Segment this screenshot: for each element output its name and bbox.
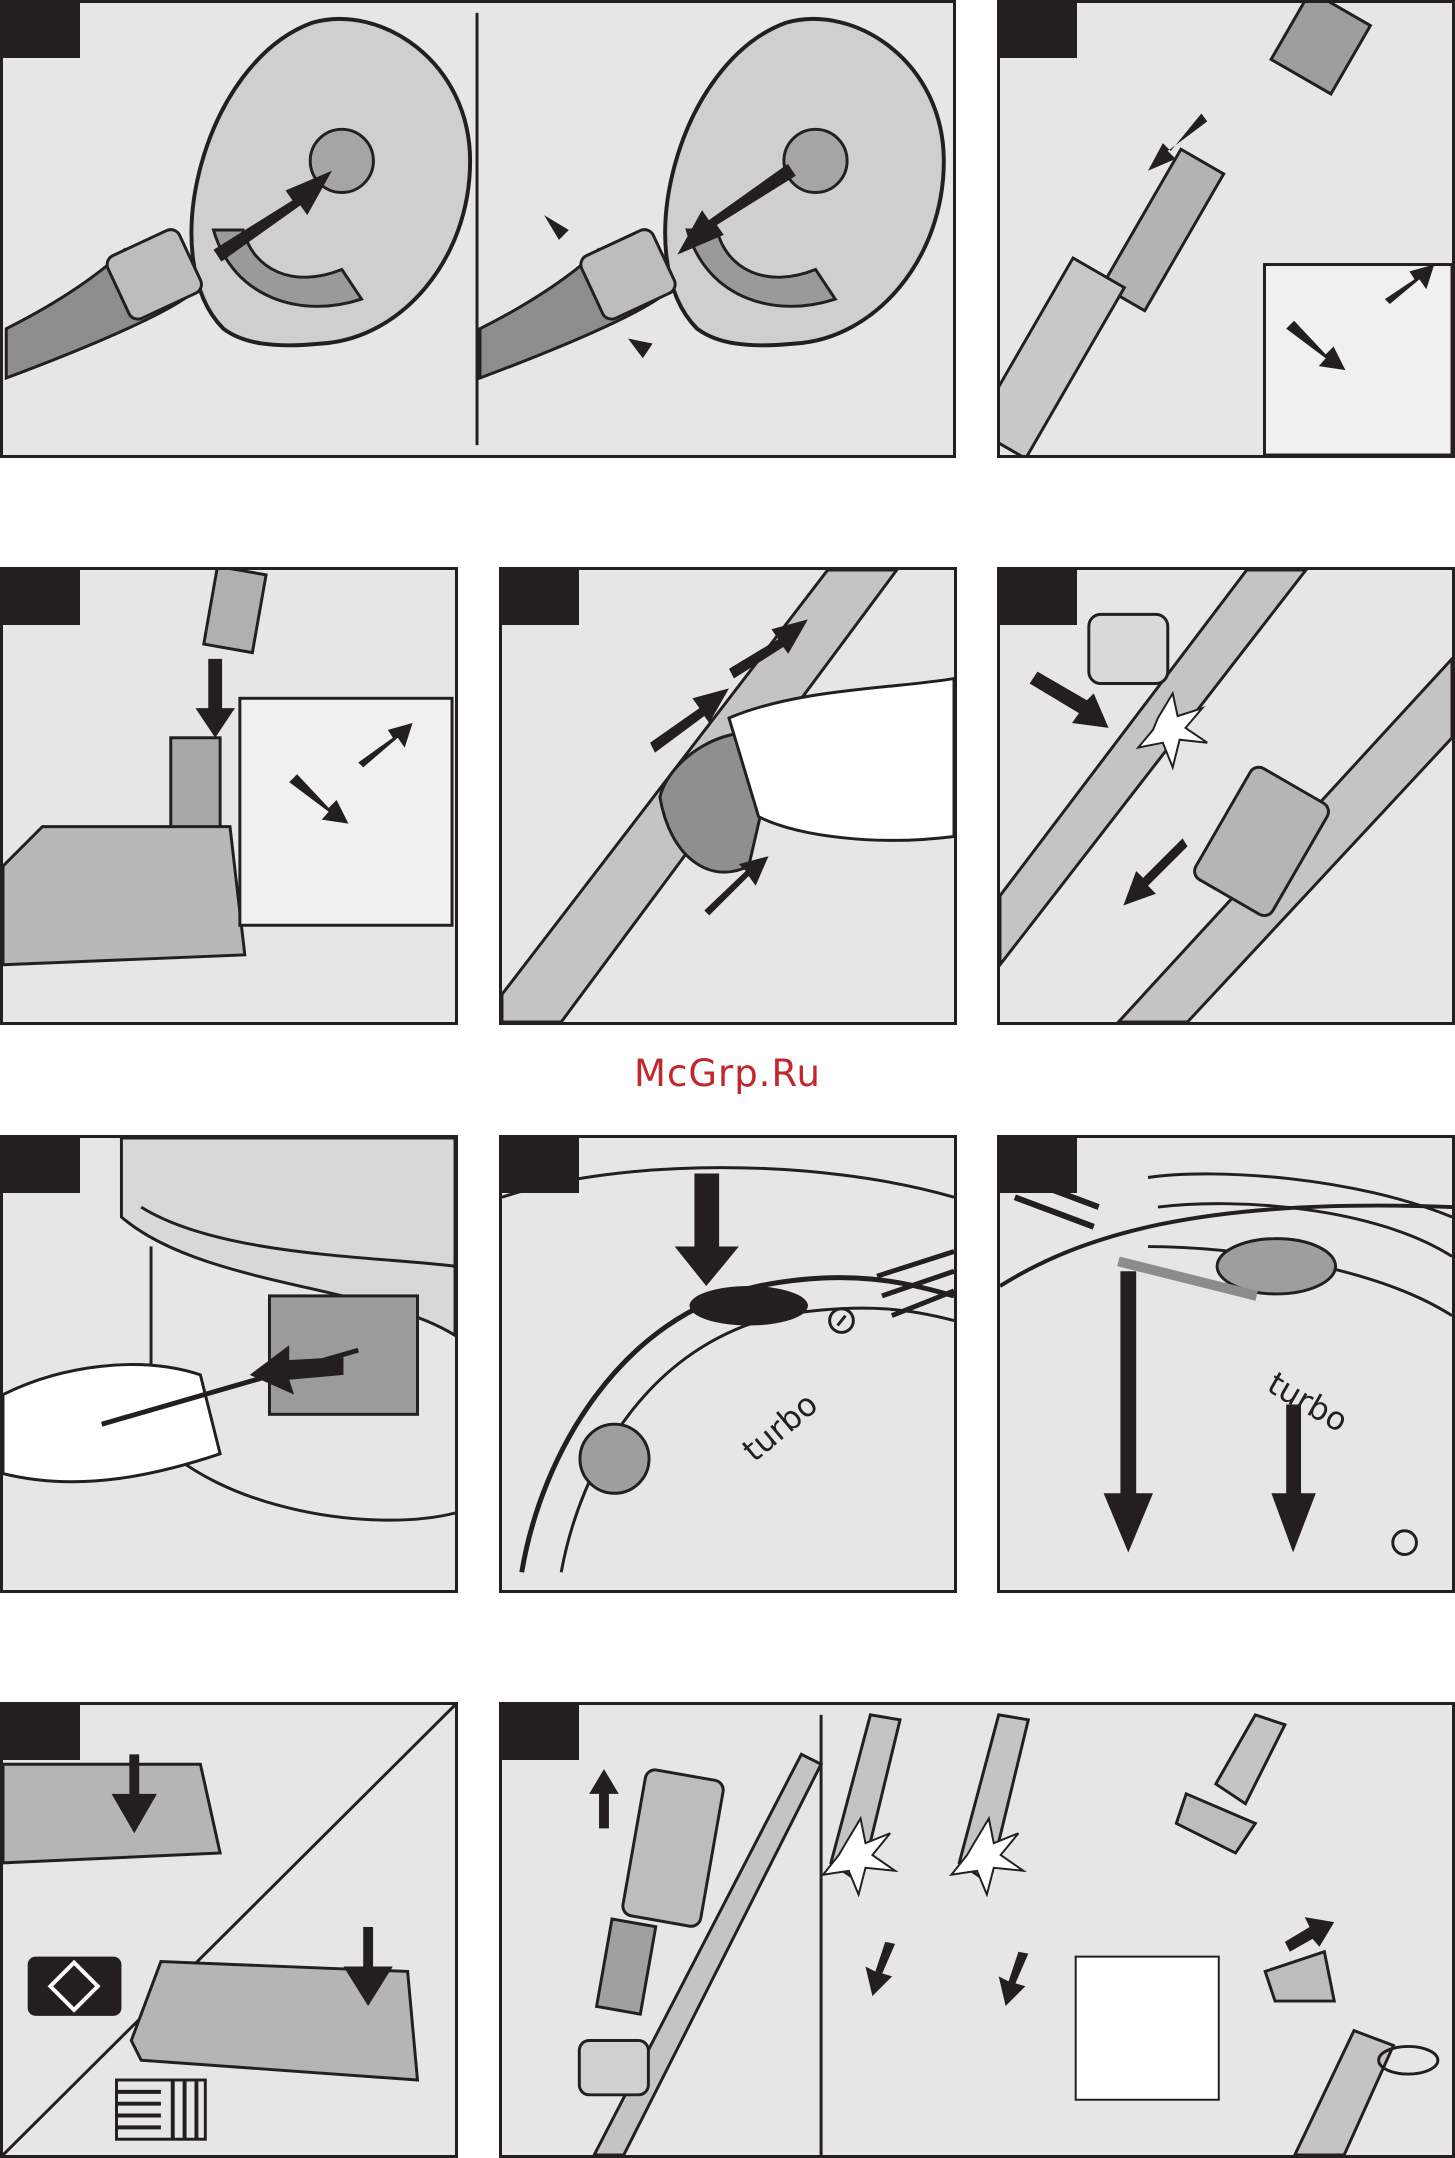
tube-to-hose-illustration xyxy=(1000,3,1452,455)
hose-connect-illustration xyxy=(3,3,953,455)
accessories-illustration xyxy=(502,1705,1452,2155)
power-on-illustration xyxy=(502,1138,954,1590)
power-symbol-icon xyxy=(1393,1531,1417,1555)
floorhead-switch-illustration xyxy=(3,1705,455,2155)
panel-floorhead-switch xyxy=(0,1702,458,2158)
panel-telescopic-adjust xyxy=(499,567,957,1025)
panel-hose-connect xyxy=(0,0,956,458)
tube-clips-illustration xyxy=(1000,570,1452,1022)
panel-tube-to-hose xyxy=(997,0,1455,458)
cable-pull-illustration xyxy=(3,1138,455,1590)
panel-floorhead-attach xyxy=(0,567,458,1025)
panel-power-on: turbo xyxy=(499,1135,957,1593)
panel-turbo-slider: turbo xyxy=(997,1135,1455,1593)
panel-tube-clips xyxy=(997,567,1455,1025)
panel-cable-pull xyxy=(0,1135,458,1593)
panel-accessories xyxy=(499,1702,1455,2158)
turbo-slider-illustration xyxy=(1000,1138,1452,1590)
carpet-icon xyxy=(117,2080,206,2139)
telescopic-adjust-illustration xyxy=(502,570,954,1022)
floorhead-attach-illustration xyxy=(3,570,455,1022)
watermark-text: McGrp.Ru xyxy=(0,1052,1455,1095)
